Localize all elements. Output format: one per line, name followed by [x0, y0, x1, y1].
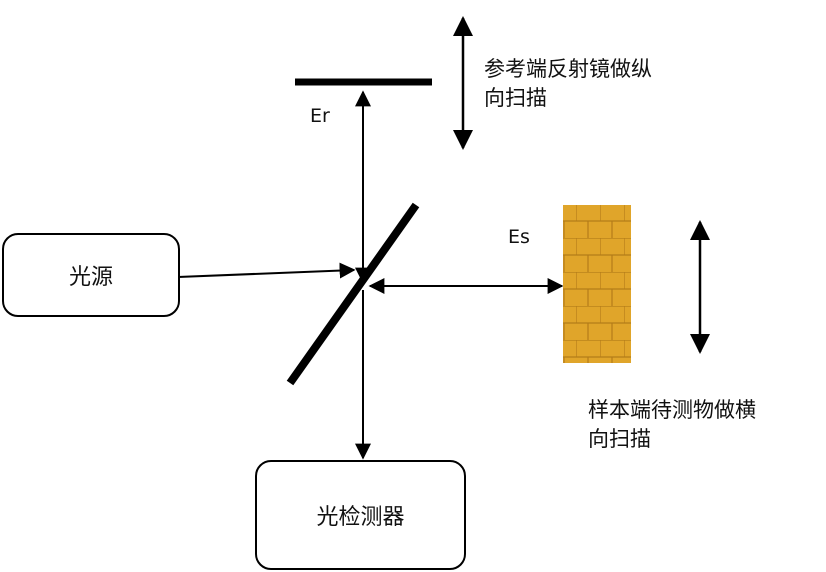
sample-tissue-image: [563, 205, 631, 363]
sample-caption: 样本端待测物做横 向扫描: [588, 396, 756, 454]
sample-caption-line-2: 向扫描: [588, 427, 651, 451]
reference-caption-line-2: 向扫描: [484, 86, 547, 110]
reference-caption-line-1: 参考端反射镜做纵: [484, 57, 652, 81]
beam-splitter: [286, 202, 420, 386]
sample-caption-line-1: 样本端待测物做横: [588, 398, 756, 422]
reference-caption: 参考端反射镜做纵 向扫描: [484, 55, 652, 113]
detector-box: 光检测器: [255, 460, 466, 570]
detector-label: 光检测器: [316, 505, 405, 530]
es-label: Es: [508, 226, 530, 248]
light-source-box: 光源: [2, 233, 180, 317]
light-source-label: 光源: [68, 265, 113, 290]
er-label: Er: [310, 105, 330, 127]
source-beam-arrow: [177, 262, 356, 279]
